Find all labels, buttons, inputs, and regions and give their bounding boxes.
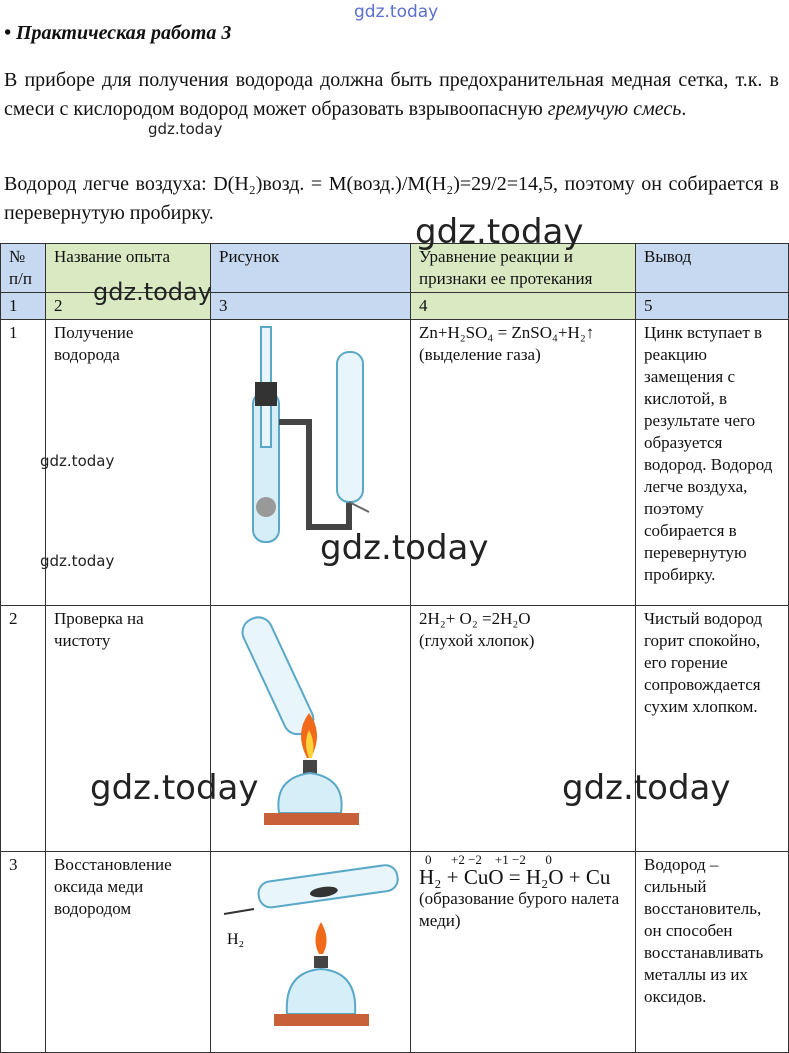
equation: Zn+H₂SO₄ = ZnSO₄+H₂↑ <box>419 323 595 342</box>
table-row: 3 Восстановление оксида меди водородом H… <box>0 851 789 1053</box>
watermark: gdz.today <box>90 768 259 808</box>
reduction-illustration: H₂ <box>223 864 399 1026</box>
row-number: 3 <box>0 851 46 1053</box>
equation: 2H₂+ O₂ =2H₂O <box>419 609 531 628</box>
watermark: gdz.today <box>354 2 439 22</box>
illustration-purity-test <box>210 605 411 852</box>
header-cell: № п/п <box>0 243 46 293</box>
experiment-name: Получение водорода <box>45 319 211 606</box>
num-cell: 5 <box>635 292 789 320</box>
header-cell: Вывод <box>635 243 789 293</box>
num-cell: 2 <box>45 292 211 320</box>
num-cell: 1 <box>0 292 46 320</box>
apparatus-illustration <box>252 326 370 543</box>
text: . <box>681 98 687 120</box>
watermark: gdz.today <box>40 552 115 570</box>
reaction-sign: (выделение газа) <box>419 345 541 364</box>
num-cell: 3 <box>210 292 411 320</box>
paragraph-1: В приборе для получения водорода должна … <box>4 66 779 124</box>
header-cell: Название опыта <box>45 243 211 293</box>
watermark: gdz.today <box>320 528 489 568</box>
reaction-sign: (образование бурого налета меди) <box>419 889 620 930</box>
watermark: gdz.today <box>562 768 731 808</box>
watermark: gdz.today <box>148 120 223 138</box>
text: В приборе для получения водорода должна … <box>4 69 779 120</box>
oxidation-states: 0 +2 −2 +1 −2 0 <box>425 852 552 867</box>
watermark: gdz.today <box>415 212 584 252</box>
reaction-sign: (глухой хлопок) <box>419 631 535 650</box>
illustration-hydrogen-apparatus <box>210 319 411 606</box>
equation-cell: 2H₂+ O₂ =2H₂O (глухой хлопок) <box>410 605 636 852</box>
results-table: № п/п Название опыта Рисунок Уравнение р… <box>0 243 789 1053</box>
page-title: • Практическая работа 3 <box>4 22 232 44</box>
watermark: gdz.today <box>93 278 212 306</box>
experiment-name: Восстановление оксида меди водородом <box>45 851 211 1053</box>
watermark: gdz.today <box>40 452 115 470</box>
conclusion: Водород – сильный восстановитель, он спо… <box>635 851 789 1053</box>
experiment-name: Проверка на чистоту <box>45 605 211 852</box>
arrow-label: H₂ <box>227 931 244 948</box>
header-cell: Рисунок <box>210 243 411 293</box>
term: гремучую смесь <box>547 98 682 120</box>
row-number: 1 <box>0 319 46 606</box>
row-number: 2 <box>0 605 46 852</box>
equation: H₂ + CuO = H₂O + Cu <box>419 865 611 889</box>
header-cell: Уравнение реакции и признаки ее протекан… <box>410 243 636 293</box>
paragraph-2: Водород легче воздуха: D(H₂)возд. = M(во… <box>4 173 779 224</box>
equation-cell: Zn+H₂SO₄ = ZnSO₄+H₂↑ (выделение газа) <box>410 319 636 606</box>
burner-illustration <box>241 616 359 825</box>
conclusion: Чистый водород горит спокойно, его горен… <box>635 605 789 852</box>
table-row: 2 Проверка на чистоту 2H₂+ O₂ =2H₂O (глух… <box>0 605 789 852</box>
table-row: 1 Получение водорода Zn+H₂SO₄ = ZnSO₄+H₂… <box>0 319 789 606</box>
conclusion: Цинк вступает в реакцию замещения с кисл… <box>635 319 789 606</box>
illustration-copper-reduction: H₂ <box>210 851 411 1053</box>
num-cell: 4 <box>410 292 636 320</box>
